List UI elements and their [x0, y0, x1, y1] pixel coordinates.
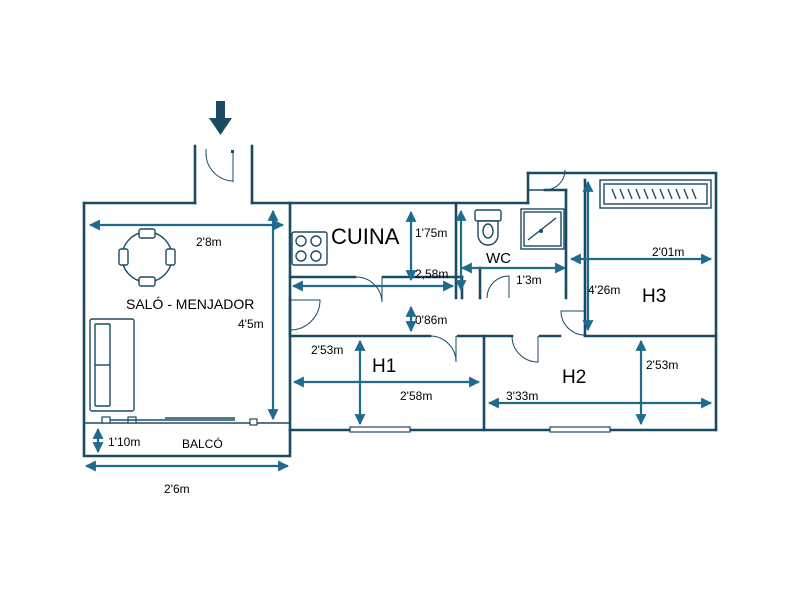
dim-balco-height: 1'10m [108, 435, 140, 449]
entry-arrow-icon [209, 101, 232, 135]
dim-h1-height: 2'53m [311, 343, 343, 357]
sofa-icon [89, 318, 135, 412]
dim-cuina-width: 2,58m [415, 267, 448, 281]
dim-h2-width: 3'33m [506, 389, 538, 403]
sliding-door-icon [101, 416, 258, 426]
walls [82, 171, 718, 458]
dim-h3-width: 2'01m [652, 245, 684, 259]
room-label-balco: BALCÓ [182, 436, 223, 451]
dim-h3-height: 4'26m [588, 283, 620, 297]
toilet-icon [474, 209, 502, 246]
dim-cuina-height: 1'75m [415, 226, 447, 240]
dim-balco-width: 2'6m [164, 482, 190, 496]
dim-h2-height: 2'53m [646, 358, 678, 372]
dim-wc-width: 1'3m [516, 273, 542, 287]
room-label-cuina: CUINA [331, 224, 400, 249]
dimension-lines [84, 180, 713, 472]
room-label-h1: H1 [372, 356, 396, 377]
dim-corridor-height: 0'86m [415, 313, 447, 327]
dim-salo-width: 2'8m [196, 235, 222, 249]
window-h2-icon [549, 426, 611, 433]
entry-door-swing-icon [205, 149, 234, 182]
radiator-icon [599, 179, 712, 209]
room-label-salo: SALÓ - MENJADOR [126, 296, 254, 312]
stove-icon [291, 231, 328, 266]
window-h1-icon [349, 426, 411, 433]
entry-vestibule [193, 144, 254, 205]
room-label-wc: WC [486, 250, 511, 267]
room-label-h2: H2 [562, 367, 586, 388]
dim-salo-height: 4'5m [238, 317, 264, 331]
interior-doors [289, 169, 586, 363]
room-label-h3: H3 [642, 286, 666, 307]
dim-h1-width: 2'58m [400, 389, 432, 403]
dining-table-icon [118, 228, 176, 287]
shower-icon [520, 208, 565, 250]
